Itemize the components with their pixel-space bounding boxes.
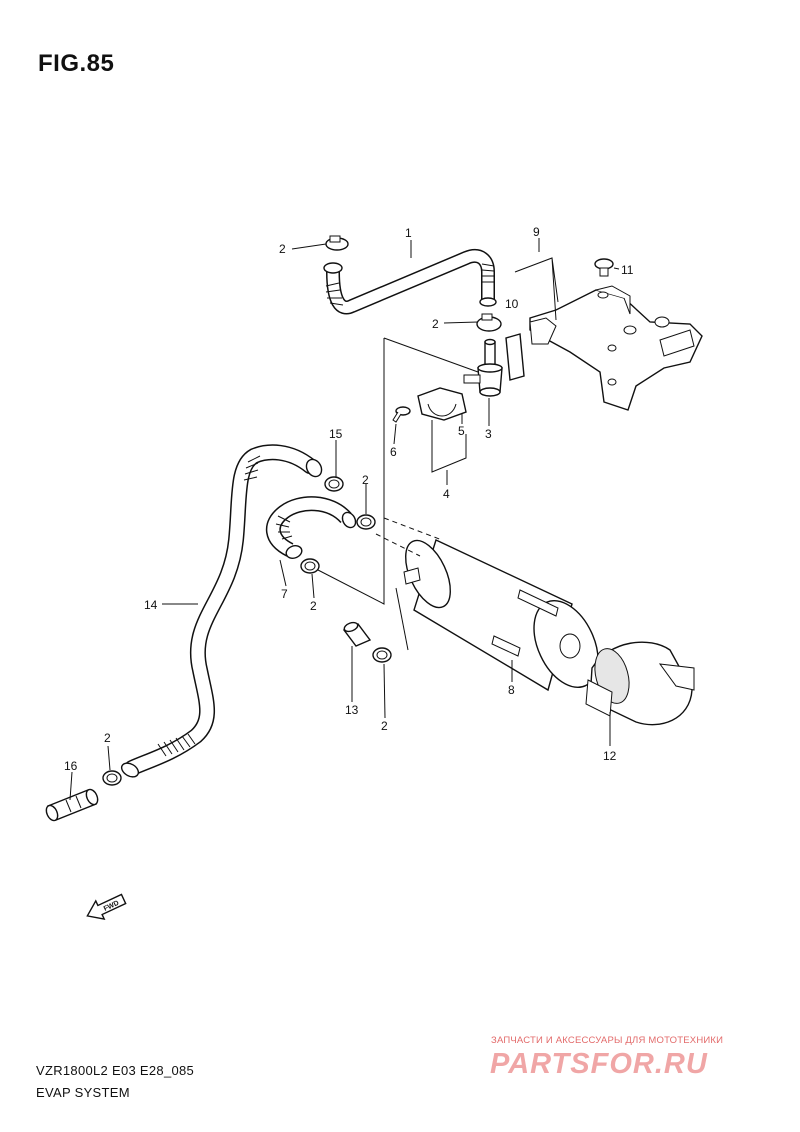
assembly-line-e <box>395 587 409 651</box>
part-12-cover <box>585 641 695 726</box>
callout-10: 10 <box>505 297 519 311</box>
callout-5: 5 <box>458 424 465 438</box>
callout-7: 7 <box>281 587 288 601</box>
callout-14: 14 <box>144 598 158 612</box>
assembly-line-c <box>317 338 385 605</box>
section-name: EVAP SYSTEM <box>36 1085 130 1100</box>
assembly-line-b <box>375 533 421 557</box>
callout-13: 13 <box>345 703 359 717</box>
callout-2-f: 2 <box>104 731 111 745</box>
part-5-bracket <box>417 387 467 421</box>
assembly-line-d <box>383 337 479 373</box>
callout-4: 4 <box>443 487 450 501</box>
part-9-bracket <box>529 285 703 411</box>
callout-2-d: 2 <box>310 599 317 613</box>
part-3-valve <box>463 338 503 397</box>
part-2-clamp-d <box>356 514 376 530</box>
part-2-clamp-f <box>372 647 392 663</box>
callout-9: 9 <box>533 225 540 239</box>
part-2-clamp-c <box>324 476 344 492</box>
part-2-clamp-g <box>102 770 122 786</box>
part-8-canister <box>403 539 599 692</box>
watermark-brand: PARTSFOR.RU <box>490 1048 708 1080</box>
assembly-line-a <box>383 517 443 541</box>
callout-11: 11 <box>621 263 634 277</box>
part-10-grommet <box>505 317 557 381</box>
callout-3: 3 <box>485 427 492 441</box>
bracket-9 <box>514 257 559 321</box>
part-2-clamp-b <box>476 313 502 332</box>
part-7-bent-hose <box>266 496 357 559</box>
part-11-bolt <box>594 258 614 277</box>
callout-16: 16 <box>64 759 78 773</box>
part-1-hose <box>323 249 497 315</box>
part-6-screw <box>392 406 411 423</box>
part-2-clamp-a <box>325 235 349 251</box>
bracket-4 <box>431 420 467 473</box>
figure-title: FIG.85 <box>38 50 115 77</box>
callout-6: 6 <box>390 445 397 459</box>
leader-lines <box>69 238 620 801</box>
part-13-tube <box>342 621 372 647</box>
watermark-tagline: ЗАПЧАСТИ И АКСЕССУАРЫ ДЛЯ МОТОТЕХНИКИ <box>491 1035 724 1046</box>
part-2-clamp-e <box>300 558 320 574</box>
callout-2-e: 2 <box>381 719 388 733</box>
callout-15: 15 <box>329 427 343 441</box>
part-16-fitting <box>45 788 99 822</box>
part-14-long-hose <box>120 444 323 778</box>
callout-1: 1 <box>405 226 412 240</box>
model-code: VZR1800L2 E03 E28_085 <box>36 1063 195 1078</box>
callout-2-b: 2 <box>432 317 439 331</box>
fwd-arrow-icon: FWD <box>86 893 127 921</box>
callout-12: 12 <box>603 749 617 763</box>
callout-2-c: 2 <box>362 473 369 487</box>
callout-8: 8 <box>508 683 515 697</box>
callout-2-a: 2 <box>279 242 286 256</box>
